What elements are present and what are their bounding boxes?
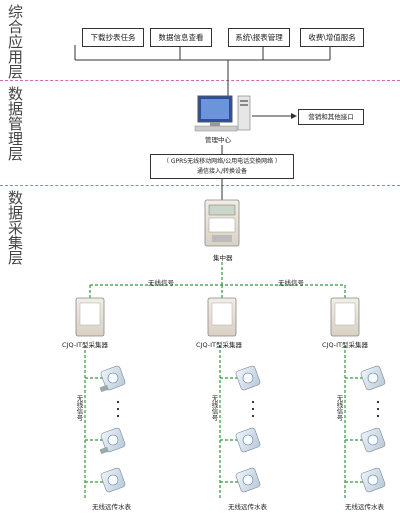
collector-label-3: CJQ-IT型采集器 (322, 341, 368, 349)
wireless-signal-vertical-3: 无线信号 (335, 395, 343, 421)
layer-title-application-text: 综合应用层 (6, 4, 24, 79)
collector-label-1: CJQ-IT型采集器 (62, 341, 108, 349)
water-meter-icon (235, 427, 261, 453)
collector-device-2-icon (207, 297, 237, 337)
management-center-label: 管理中心 (205, 136, 231, 144)
layer-title-management: 数据管理层 (6, 86, 24, 161)
meters-label-3: 无线远传水表 (345, 503, 384, 511)
water-meter-icon (99, 365, 126, 393)
layer-title-management-text: 数据管理层 (6, 86, 24, 161)
wireless-signal-label-right: 无线信号 (278, 279, 304, 287)
layer-title-collection: 数据采集层 (6, 190, 24, 265)
wireless-links (84, 262, 363, 500)
network-access-box: （ GPRS无线移动网络/公用电话交换网络 ） 通信接入/转换设备 (150, 154, 294, 179)
app-service-billing: 收费\增值服务 (300, 28, 364, 47)
app-service-report-manage: 系统\报表管理 (228, 28, 290, 47)
collector-device-3-icon (330, 297, 360, 337)
marketing-port-label: 营销和其他接口 (308, 113, 354, 121)
wireless-signal-vertical-2: 无线信号 (210, 395, 218, 421)
water-meter-icon (100, 467, 126, 493)
collector-label-2: CJQ-IT型采集器 (196, 341, 242, 349)
network-line-2: 通信接入/转换设备 (196, 168, 248, 175)
water-meter-icon (360, 467, 386, 493)
water-meter-icon (235, 365, 261, 391)
layer-divider-2 (0, 185, 400, 186)
water-meter-icon (360, 427, 386, 453)
meters-label-2: 无线远传水表 (228, 503, 267, 511)
app-service-label: 数据信息查看 (158, 33, 204, 42)
layer-title-application: 综合应用层 (6, 4, 24, 79)
app-service-label: 下载抄表任务 (90, 33, 136, 42)
wireless-signal-label-left: 无线信号 (148, 279, 174, 287)
app-service-label: 收费\增值服务 (308, 33, 356, 42)
app-service-data-view: 数据信息查看 (150, 28, 212, 47)
collector-device-1-icon (75, 297, 105, 337)
layer-divider-1 (0, 80, 400, 81)
water-meter-icon (235, 467, 261, 493)
water-meter-icon (360, 365, 386, 391)
water-meter-icon (99, 427, 126, 455)
network-line-1: （ GPRS无线移动网络/公用电话交换网络 ） (162, 158, 282, 165)
app-service-download-task: 下载抄表任务 (82, 28, 144, 47)
app-bus-lines (74, 45, 331, 96)
concentrator-label: 集中器 (213, 254, 233, 262)
wireless-signal-vertical-1: 无线信号 (75, 395, 83, 421)
ellipsis-dots (116, 400, 380, 418)
marketing-port-box: 营销和其他接口 (298, 109, 364, 125)
app-service-label: 系统\报表管理 (235, 33, 283, 42)
meters-label-1: 无线远传水表 (92, 503, 131, 511)
layer-title-collection-text: 数据采集层 (6, 190, 24, 265)
management-center-computer-icon (194, 95, 251, 132)
concentrator-device-icon (204, 199, 240, 247)
